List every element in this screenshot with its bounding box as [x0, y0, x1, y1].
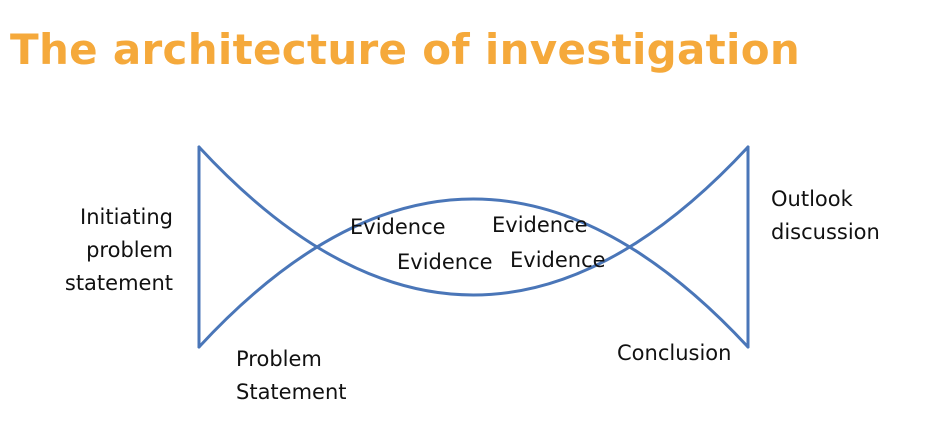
problem-statement-line-1: Problem	[236, 347, 322, 371]
evidence-label-4: Evidence	[510, 248, 606, 272]
outlook-line-1: Outlook	[771, 187, 853, 211]
conclusion-label: Conclusion	[617, 341, 732, 365]
outlook-line-2: discussion	[771, 220, 880, 244]
page-title: The architecture of investigation	[10, 25, 801, 74]
problem-statement-line-2: Statement	[236, 380, 347, 404]
initiating-line-1: Initiating	[80, 205, 173, 229]
initiating-problem-statement-label: Initiating problem statement	[55, 201, 173, 300]
evidence-label-1: Evidence	[350, 215, 446, 239]
bottom-curve	[197, 197, 750, 349]
top-curve	[197, 145, 750, 297]
outlook-discussion-label: Outlook discussion	[771, 183, 880, 249]
problem-statement-label: Problem Statement	[236, 343, 347, 409]
evidence-label-2: Evidence	[492, 213, 588, 237]
evidence-label-3: Evidence	[397, 250, 493, 274]
initiating-line-2: problem	[86, 238, 173, 262]
initiating-line-3: statement	[64, 271, 173, 295]
